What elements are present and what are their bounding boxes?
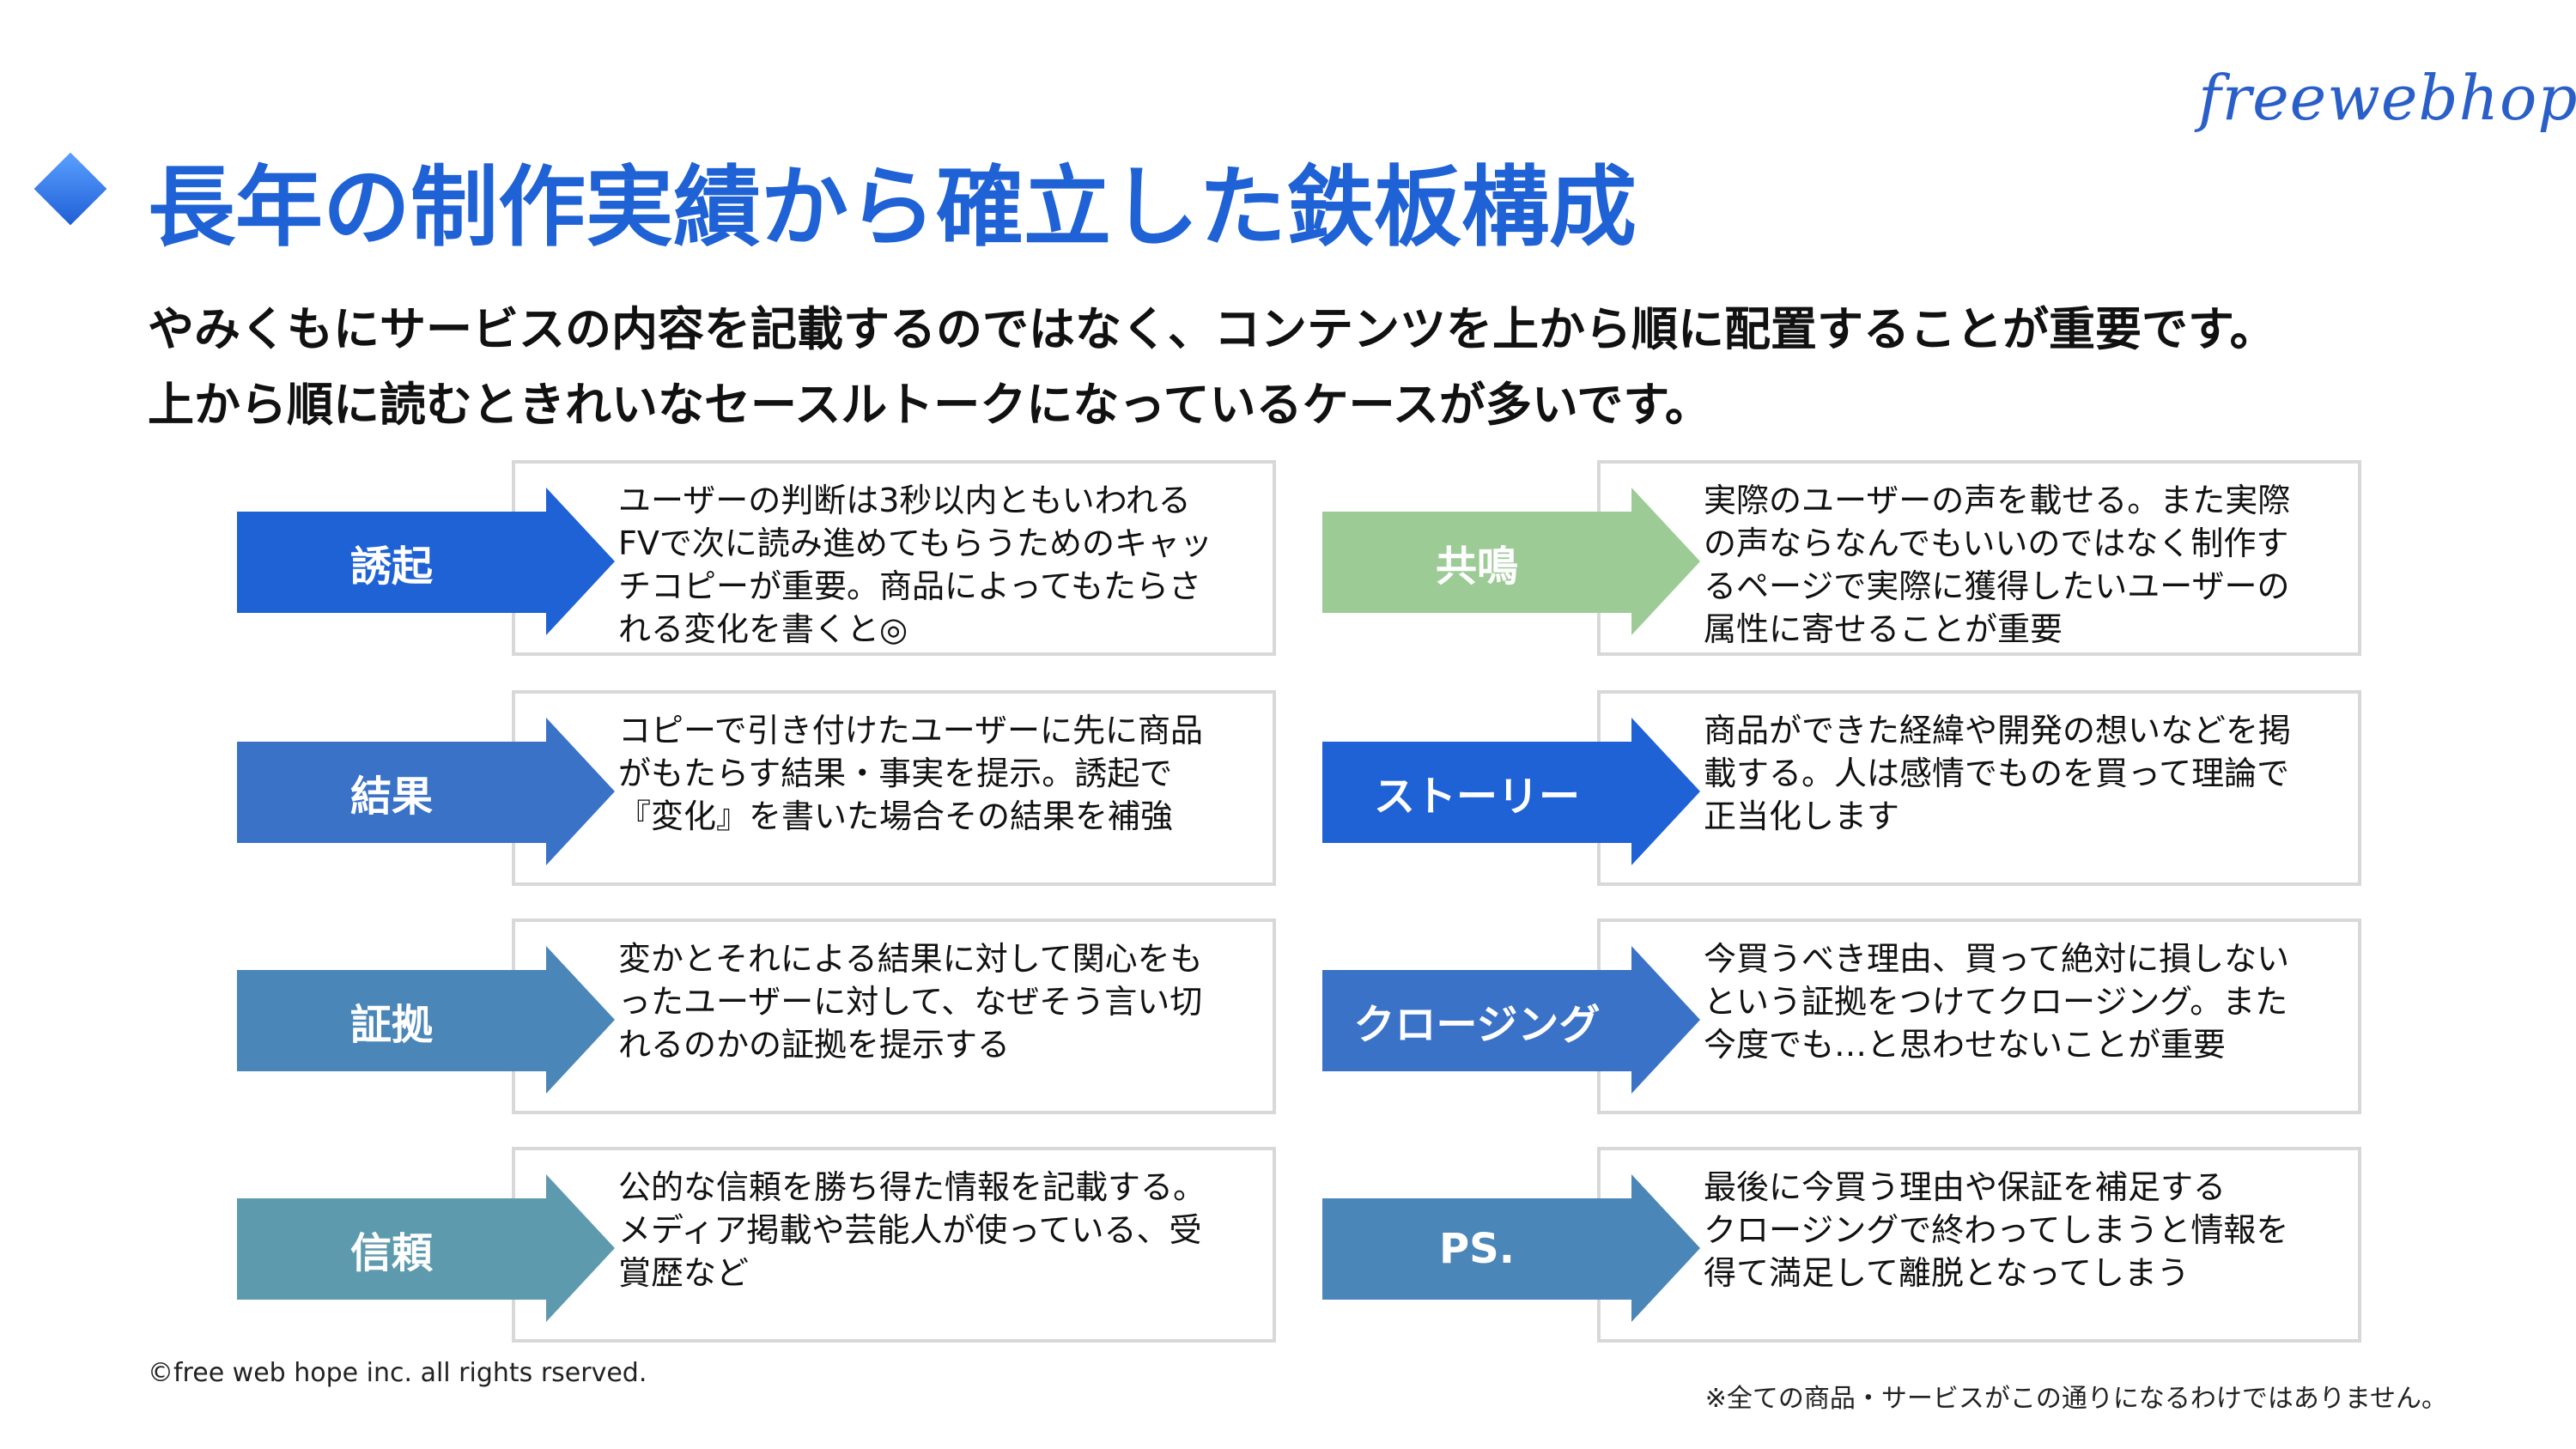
step-description: 変かとそれによる結果に対して関心をも ったユーザーに対して、なぜそう言い切 れる… xyxy=(618,940,1203,1064)
brand-logo: freewebhope xyxy=(2198,62,2576,134)
step-label: ストーリー xyxy=(1373,773,1580,821)
step-description: 実際のユーザーの声を載せる。また実際 の声ならなんでもいいのではなく制作す るペ… xyxy=(1704,482,2291,648)
step-description: コピーで引き付けたユーザーに先に商品 がもたらす結果・事実を提示。誘起で 『変化… xyxy=(618,712,1203,835)
step-description: ユーザーの判断は3秒以内ともいわれる FVで次に読み進めてもらうためのキャッ チ… xyxy=(618,482,1212,648)
copyright-text: ©free web hope inc. all rights rserved. xyxy=(148,1358,647,1388)
right-arrow-icon xyxy=(1631,1174,1700,1322)
right-arrow-icon xyxy=(546,718,615,865)
step-label: 証拠 xyxy=(349,1001,433,1049)
step-description: 商品ができた経緯や開発の想いなどを掲 載する。人は感情でものを買って理論で 正当… xyxy=(1704,712,2292,835)
step-label: 結果 xyxy=(349,773,433,821)
right-arrow-icon xyxy=(546,488,615,635)
step-label: 誘起 xyxy=(349,543,433,591)
step-label-bar xyxy=(237,1198,546,1300)
step-description: 公的な信頼を勝ち得た情報を記載する。 メディア掲載や芸能人が使っている、受 賞歴… xyxy=(618,1168,1206,1292)
right-arrow-icon xyxy=(546,946,615,1094)
step-row-right-3: 最後に今買う理由や保証を補足する クロージングで終わってしまうと情報を 得て満足… xyxy=(1322,1147,2439,1346)
step-label: 信頼 xyxy=(349,1229,433,1277)
step-label-bar xyxy=(237,742,546,843)
subtitle-line: 上から順に読むときれいなセースルトークになっているケースが多いです。 xyxy=(148,378,1711,432)
step-row-left-3: 公的な信頼を勝ち得た情報を記載する。 メディア掲載や芸能人が使っている、受 賞歴… xyxy=(237,1147,1353,1346)
step-row-left-2: 変かとそれによる結果に対して関心をも ったユーザーに対して、なぜそう言い切 れる… xyxy=(237,919,1353,1118)
step-description-box: 最後に今買う理由や保証を補足する クロージングで終わってしまうと情報を 得て満足… xyxy=(1597,1147,2361,1343)
right-arrow-icon xyxy=(1631,488,1700,635)
step-row-right-2: 今買うべき理由、買って絶対に損しない という証拠をつけてクロージング。また 今度… xyxy=(1322,919,2439,1118)
step-label-bar xyxy=(1322,512,1631,613)
page-title: 長年の制作実績から確立した鉄板構成 xyxy=(148,157,1637,259)
step-row-right-0: 実際のユーザーの声を載せる。また実際 の声ならなんでもいいのではなく制作す るペ… xyxy=(1322,460,2439,659)
step-label-bar xyxy=(1322,742,1631,843)
step-description-box: 変かとそれによる結果に対して関心をも ったユーザーに対して、なぜそう言い切 れる… xyxy=(512,919,1276,1114)
step-row-right-1: 商品ができた経緯や開発の想いなどを掲 載する。人は感情でものを買って理論で 正当… xyxy=(1322,690,2439,889)
right-arrow-icon xyxy=(1631,718,1700,865)
step-description-box: 今買うべき理由、買って絶対に損しない という証拠をつけてクロージング。また 今度… xyxy=(1597,919,2361,1114)
step-label: クロージング xyxy=(1353,1001,1601,1049)
step-label-bar xyxy=(237,970,546,1071)
step-description-box: 実際のユーザーの声を載せる。また実際 の声ならなんでもいいのではなく制作す るペ… xyxy=(1597,460,2361,656)
subtitle-line: やみくもにサービスの内容を記載するのではなく、コンテンツを上から順に配置すること… xyxy=(148,302,2276,356)
step-description-box: 商品ができた経緯や開発の想いなどを掲 載する。人は感情でものを買って理論で 正当… xyxy=(1597,690,2361,886)
title-diamond-icon xyxy=(33,152,107,226)
disclaimer-note: ※全ての商品・サービスがこの通りになるわけではありません。 xyxy=(1704,1384,2447,1414)
right-arrow-icon xyxy=(1631,946,1700,1094)
step-description-box: コピーで引き付けたユーザーに先に商品 がもたらす結果・事実を提示。誘起で 『変化… xyxy=(512,690,1276,886)
right-arrow-icon xyxy=(546,1174,615,1322)
step-description-box: 公的な信頼を勝ち得た情報を記載する。 メディア掲載や芸能人が使っている、受 賞歴… xyxy=(512,1147,1276,1343)
step-row-left-1: コピーで引き付けたユーザーに先に商品 がもたらす結果・事実を提示。誘起で 『変化… xyxy=(237,690,1353,889)
step-label-bar xyxy=(1322,970,1631,1071)
page-subtitle: やみくもにサービスの内容を記載するのではなく、コンテンツを上から順に配置すること… xyxy=(148,292,2276,443)
step-label: 共鳴 xyxy=(1435,543,1518,591)
step-label-bar xyxy=(237,512,546,613)
step-label-bar xyxy=(1322,1198,1631,1300)
step-description-box: ユーザーの判断は3秒以内ともいわれる FVで次に読み進めてもらうためのキャッ チ… xyxy=(512,460,1276,656)
step-description: 最後に今買う理由や保証を補足する クロージングで終わってしまうと情報を 得て満足… xyxy=(1704,1168,2289,1292)
step-description: 今買うべき理由、買って絶対に損しない という証拠をつけてクロージング。また 今度… xyxy=(1704,940,2290,1064)
step-label: PS. xyxy=(1439,1225,1515,1273)
step-row-left-0: ユーザーの判断は3秒以内ともいわれる FVで次に読み進めてもらうためのキャッ チ… xyxy=(237,460,1353,659)
